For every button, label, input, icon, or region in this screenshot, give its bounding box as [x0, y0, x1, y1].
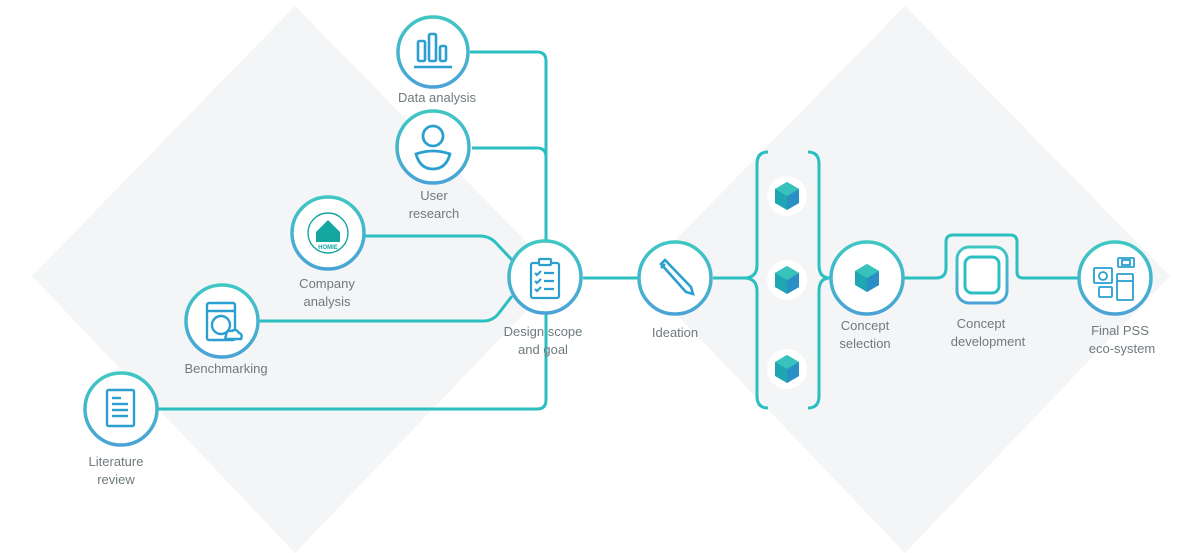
line-data-analysis [470, 50, 548, 276]
label-concept-selection-line2: selection [839, 336, 891, 351]
node-design-scope [507, 239, 583, 315]
node-data-analysis [396, 15, 470, 89]
connector-lines [158, 50, 1078, 411]
label-concept-development-line2: development [950, 334, 1026, 349]
homie-logo-text: HOMIE [318, 245, 338, 251]
options-bracket-left-lower [743, 276, 759, 292]
label-concept-selection-line1: Concept [840, 318, 890, 333]
label-company-analysis-line2: analysis [303, 294, 351, 309]
bar-chart-icon [414, 32, 452, 69]
homie-logo-icon: HOMIE [307, 212, 349, 254]
document-icon [105, 388, 136, 428]
cube-icon [775, 182, 799, 210]
label-literature-review-line1: Literature [88, 454, 144, 469]
washing-machine-icon [205, 301, 243, 342]
node-ideation [637, 240, 713, 316]
cube-icon [775, 355, 799, 383]
label-design-scope-line2: and goal [518, 342, 568, 357]
node-concept-development [955, 245, 1009, 305]
options-bracket-right [807, 150, 831, 410]
options-bracket-right-lower [817, 276, 831, 292]
node-company-analysis: HOMIE [290, 195, 366, 271]
appliances-icon [1093, 257, 1135, 301]
rounded-square-icon [963, 255, 1001, 295]
node-benchmarking [184, 283, 260, 359]
concept-option-1 [767, 176, 807, 216]
concept-option-2 [767, 260, 807, 300]
concept-option-3 [767, 349, 807, 389]
cube-icon [775, 266, 799, 294]
label-literature-review-line2: review [97, 472, 135, 487]
label-company-analysis-line1: Company [299, 276, 355, 291]
label-data-analysis: Data analysis [397, 90, 477, 105]
node-concept-selection [829, 240, 905, 316]
line-benchmarking [259, 295, 514, 323]
node-final-pss [1077, 240, 1153, 316]
cube-icon [855, 264, 879, 292]
options-bracket-left [755, 150, 769, 410]
node-literature-review [83, 371, 159, 447]
pencil-icon [659, 258, 695, 296]
label-concept-development-line1: Concept [956, 316, 1006, 331]
line-company-analysis [365, 234, 514, 262]
user-icon [414, 124, 452, 171]
label-final-pss-line2: eco-system [1088, 341, 1156, 356]
label-final-pss-line1: Final PSS [1091, 323, 1149, 338]
label-ideation: Ideation [651, 325, 699, 340]
line-literature-review [158, 314, 548, 411]
label-design-scope-line1: Design scope [503, 324, 583, 339]
node-user-research [395, 109, 471, 185]
label-user-research-line2: research [408, 206, 460, 221]
clipboard-checklist-icon [529, 257, 561, 300]
line-selection-to-development [904, 233, 1078, 280]
label-benchmarking: Benchmarking [184, 361, 268, 376]
line-user-research [472, 146, 548, 276]
label-user-research-line1: User [420, 188, 448, 203]
